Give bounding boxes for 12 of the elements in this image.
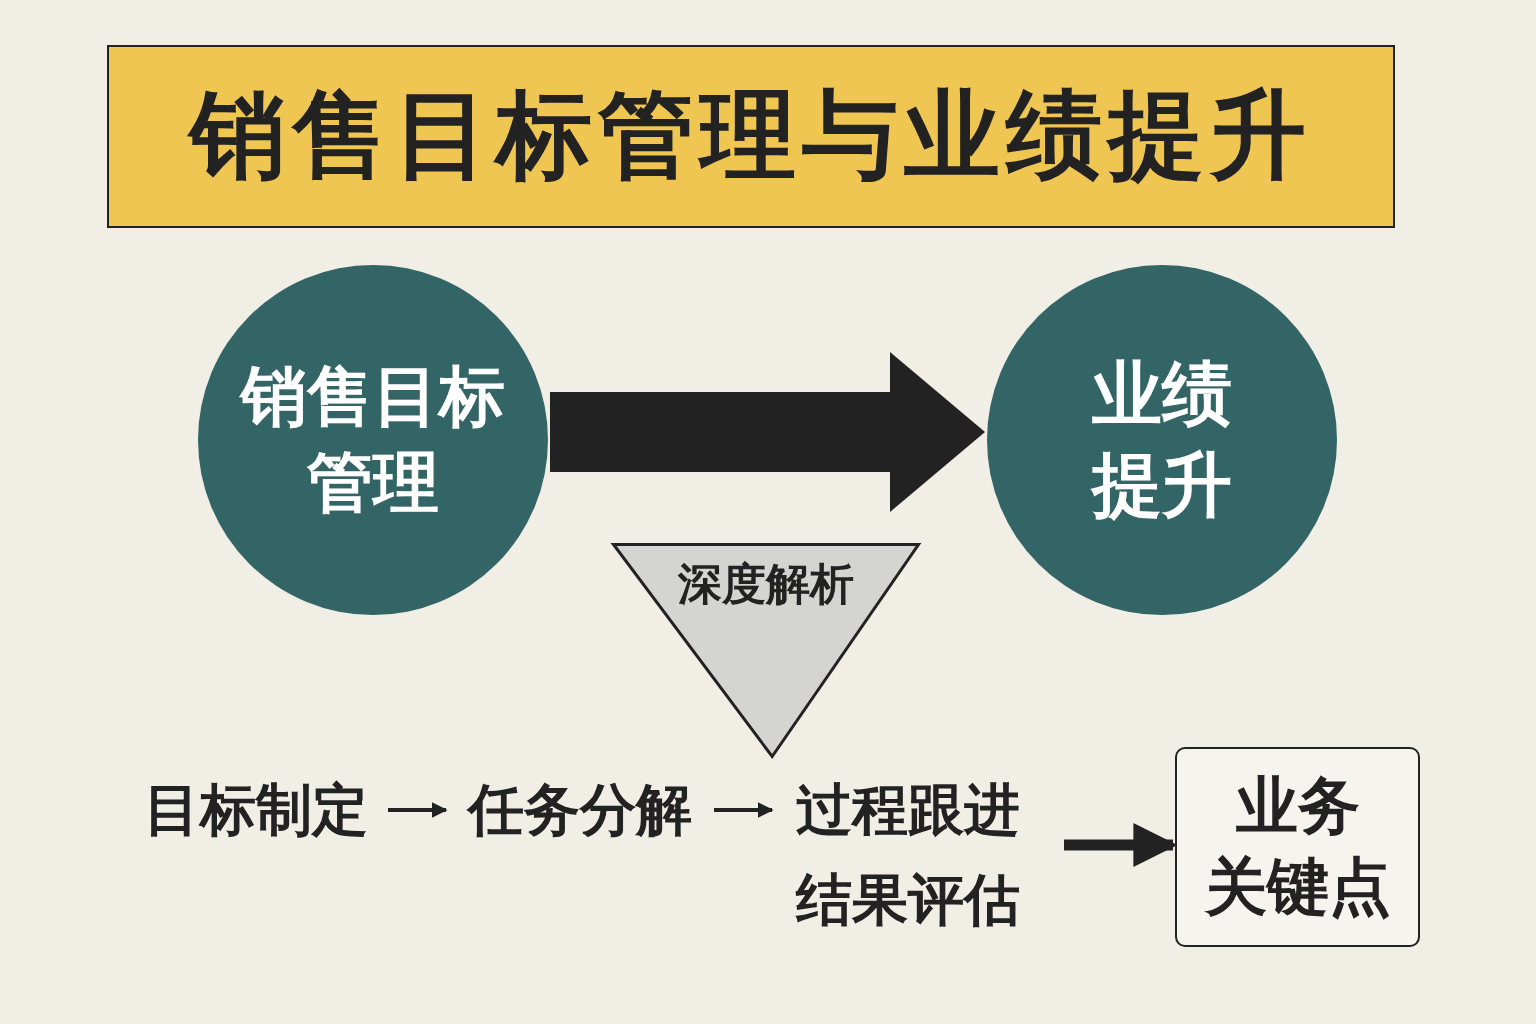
node-label: 销售目标管理 (238, 357, 506, 523)
node-label: 过程跟进 (796, 775, 1020, 844)
node-label: 结果评估 (796, 865, 1020, 934)
node-label: 目标制定 (144, 775, 368, 844)
node-label: 业绩提升 (1089, 352, 1233, 528)
arrow (388, 802, 448, 818)
node-label: 任务分解 (468, 775, 692, 844)
node-label: 业务关键点 (1204, 768, 1391, 925)
node-label: 深度解析 (678, 557, 854, 611)
block-arrow (550, 352, 985, 512)
arrow (714, 802, 774, 818)
rounded-box (1175, 747, 1420, 947)
